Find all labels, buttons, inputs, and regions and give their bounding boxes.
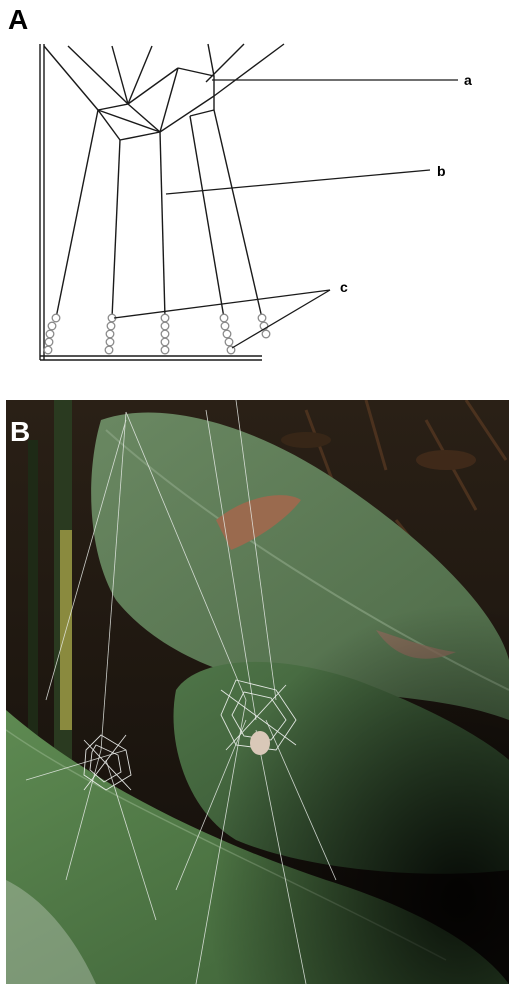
panel-letter-b: B xyxy=(10,418,30,446)
web-schematic-diagram: a b c xyxy=(0,0,513,390)
callout-label-a: a xyxy=(464,72,472,88)
callout-label-c: c xyxy=(340,279,348,295)
web-threads xyxy=(44,44,284,318)
leaf-litter-retreat xyxy=(250,731,270,755)
glue-droplets xyxy=(44,314,270,354)
web-photograph xyxy=(6,400,509,984)
callout-label-b: b xyxy=(437,163,446,179)
callout-leaders xyxy=(114,80,458,348)
